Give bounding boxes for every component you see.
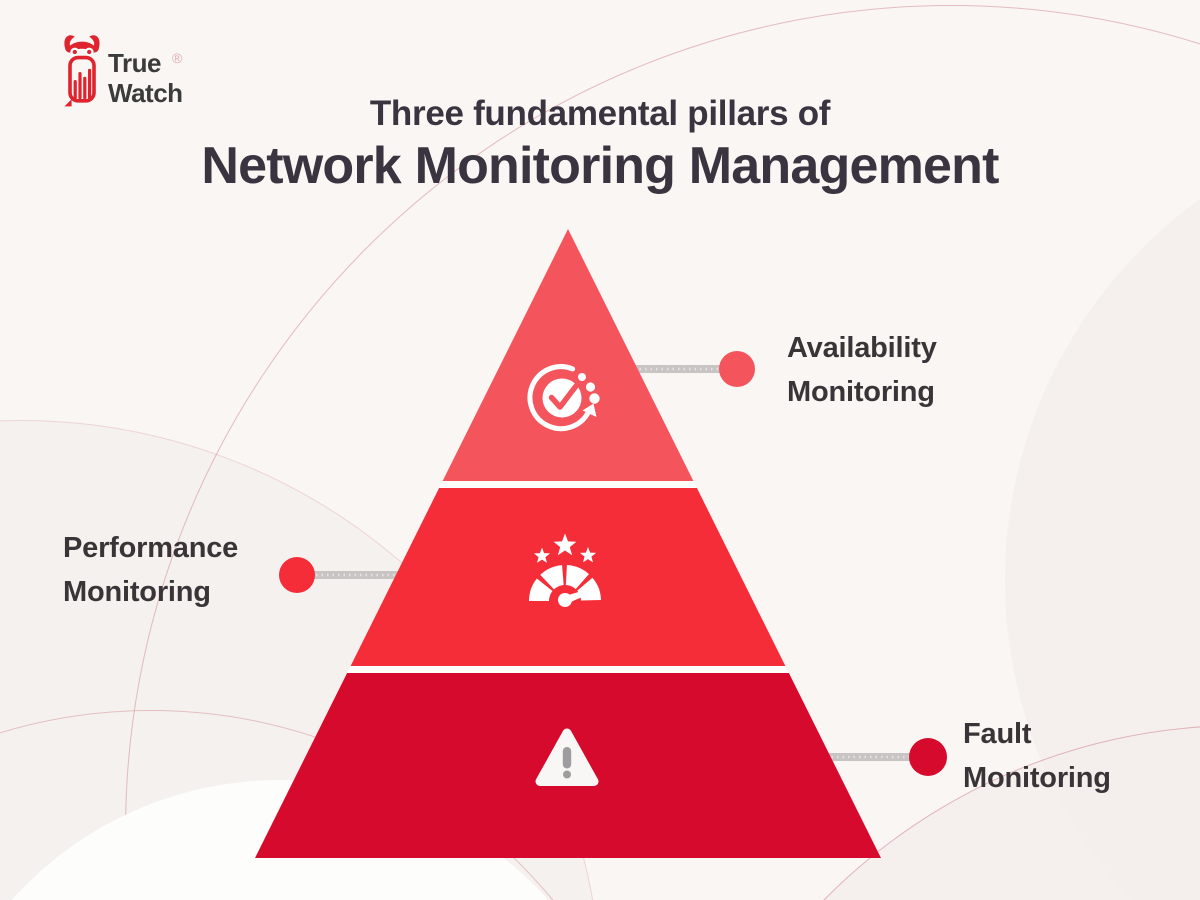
performance-label-line1: Performance: [63, 532, 239, 564]
star-right: [579, 547, 597, 563]
tier-availability: [442, 229, 694, 481]
performance-label: Performance Monitoring: [63, 526, 238, 614]
star-left: [533, 547, 551, 563]
brand-name-line2: Watch: [108, 78, 183, 108]
fault-dot: [909, 738, 947, 776]
registered-trademark: ®: [172, 50, 183, 66]
page-title: Network Monitoring Management: [201, 137, 999, 195]
availability-label-line2: Monitoring: [787, 376, 935, 408]
performance-gauge-icon: [529, 533, 601, 607]
availability-label-line1: Availability: [787, 332, 937, 364]
availability-check-icon: [527, 364, 600, 432]
title-subtitle: Three fundamental pillars of: [369, 94, 831, 133]
fault-label-line1: Fault: [963, 718, 1032, 750]
fault-warning-icon: [535, 728, 599, 786]
availability-dot: [719, 351, 755, 387]
performance-label-line2: Monitoring: [63, 576, 211, 608]
fault-label-line2: Monitoring: [963, 762, 1111, 794]
availability-label: Availability Monitoring: [787, 326, 937, 414]
star-large: [553, 533, 577, 556]
fault-label: Fault Monitoring: [963, 712, 1111, 800]
truewatch-logo: True Watch ®: [58, 28, 278, 124]
owl-logo-icon: [64, 35, 100, 107]
brand-name-line1: True: [108, 48, 161, 78]
performance-dot: [279, 557, 315, 593]
